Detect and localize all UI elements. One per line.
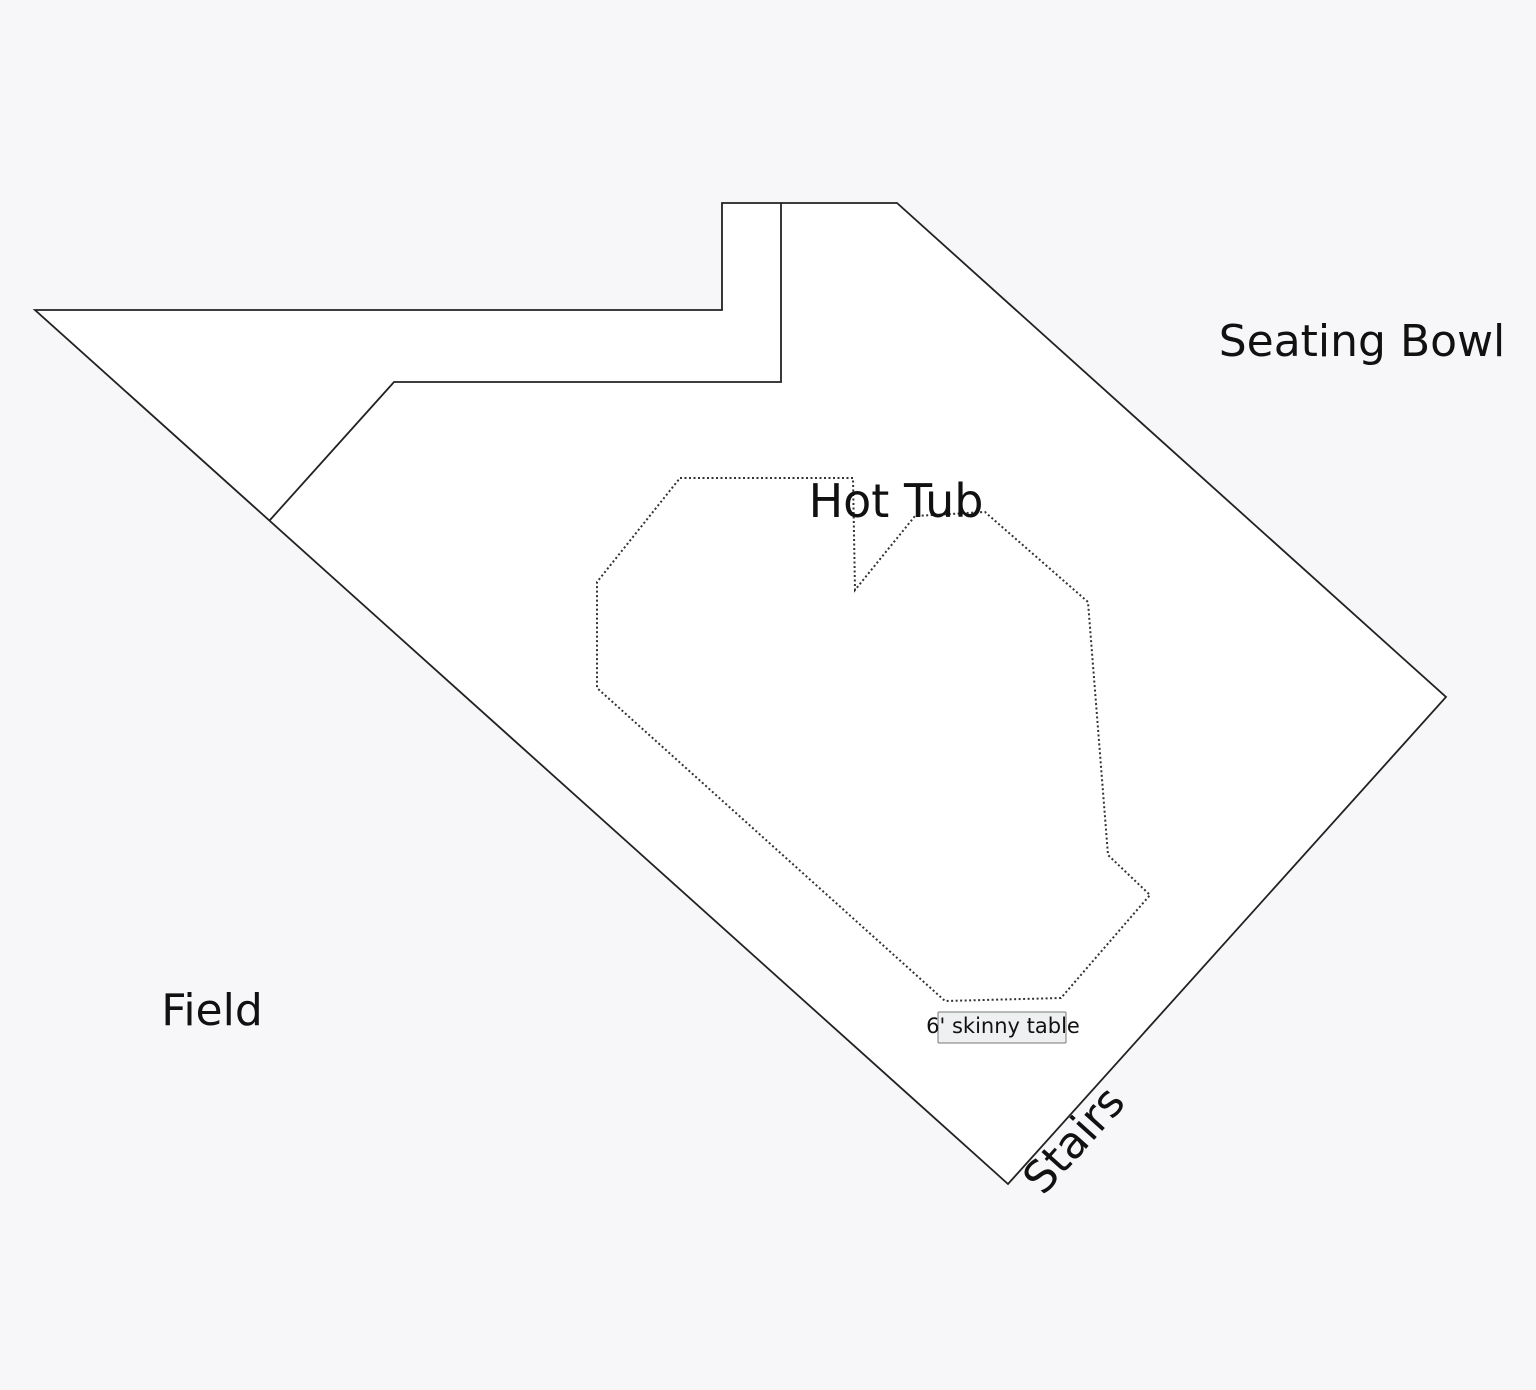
hot-tub-label: Hot Tub: [809, 474, 984, 528]
seating-bowl-label: Seating Bowl: [1219, 316, 1506, 367]
hot-tub-outline: [596, 477, 1152, 1003]
field-label: Field: [161, 985, 263, 1036]
inner-divider-line: [269, 203, 782, 521]
skinny-table-label: 6' skinny table: [926, 1014, 1080, 1038]
outer-area-polygon: [32, 202, 1448, 1186]
skinny-table-rect: [937, 1011, 1067, 1044]
